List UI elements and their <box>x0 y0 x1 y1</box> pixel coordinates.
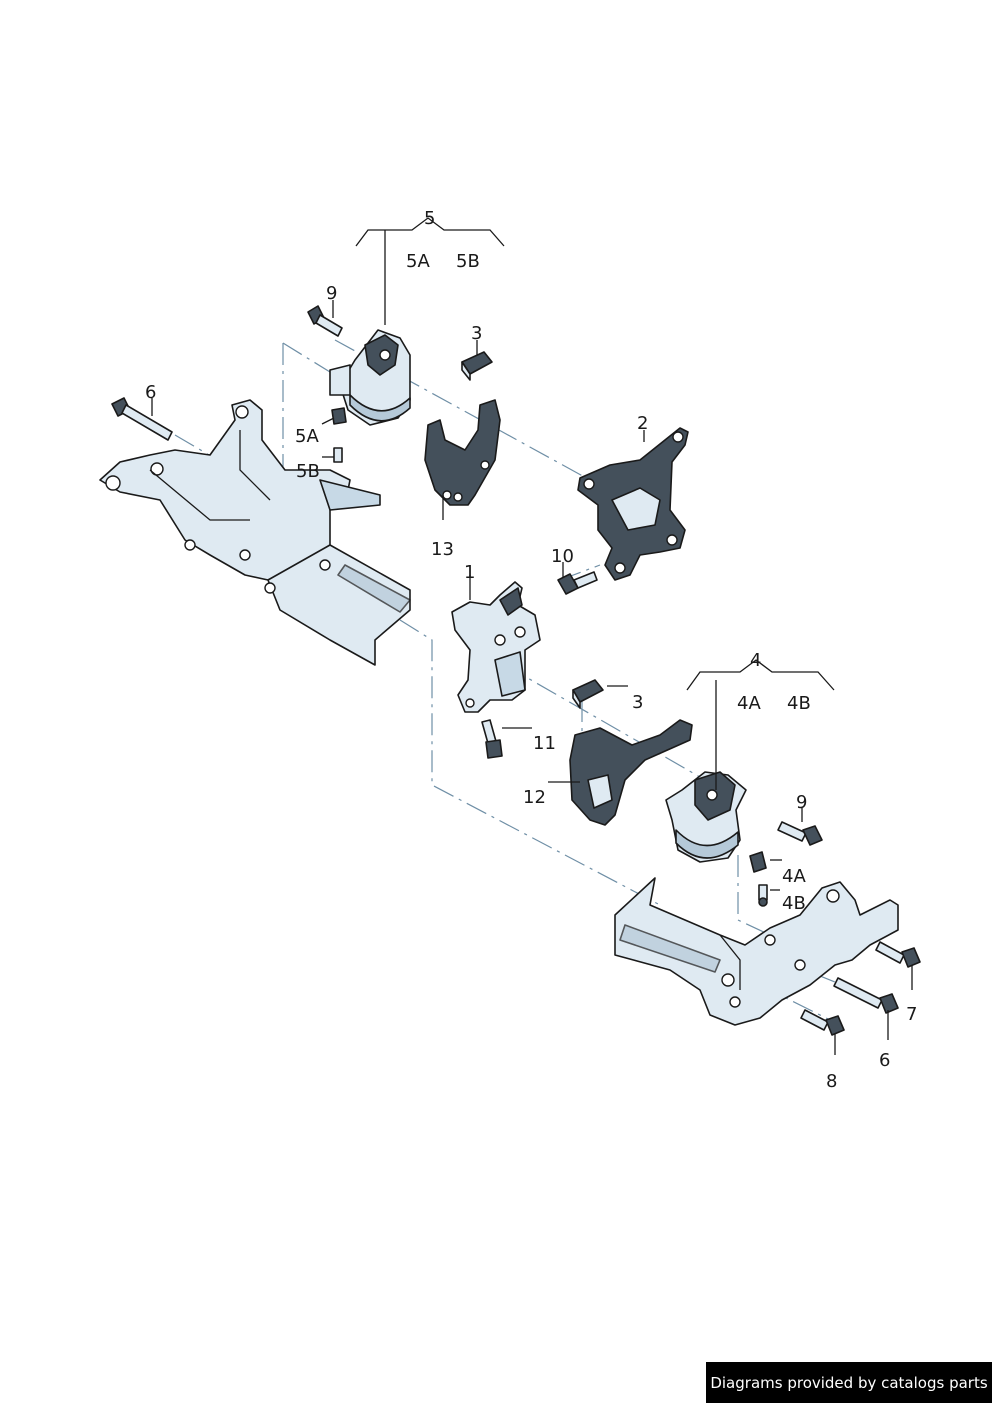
bolt-8 <box>800 1009 845 1036</box>
callout-3-middle: 3 <box>632 692 643 713</box>
callout-6-right: 6 <box>879 1050 890 1071</box>
callout-7: 7 <box>906 1004 917 1025</box>
callout-4B: 4B <box>782 893 806 914</box>
callout-9-right: 9 <box>796 792 807 813</box>
callout-4B-top: 4B <box>787 693 811 714</box>
bolt-6-left <box>111 397 173 441</box>
callout-5B: 5B <box>296 461 320 482</box>
bolt-6-right <box>833 977 899 1014</box>
bolt-4B <box>758 884 768 907</box>
callout-5: 5 <box>424 208 435 229</box>
callout-11: 11 <box>533 733 556 754</box>
callout-12: 12 <box>523 787 546 808</box>
bolt-9-right <box>777 821 823 846</box>
callout-4A-top: 4A <box>737 693 761 714</box>
callout-9-top: 9 <box>326 283 337 304</box>
front-subframe-right <box>614 877 899 1026</box>
bracket-13 <box>424 399 501 506</box>
engine-mount-5 <box>329 329 411 426</box>
callout-13: 13 <box>431 539 454 560</box>
callout-4A: 4A <box>782 866 806 887</box>
clip-3-top <box>461 351 493 381</box>
callout-8: 8 <box>826 1071 837 1092</box>
bracket-1 <box>451 581 541 713</box>
stopper-5A <box>331 407 347 425</box>
callout-5B-top: 5B <box>456 251 480 272</box>
engine-mount-4 <box>665 771 747 863</box>
bolt-7 <box>875 941 921 968</box>
callout-5A: 5A <box>295 426 319 447</box>
callout-6-left: 6 <box>145 382 156 403</box>
assembly-guide-lines <box>174 339 891 1021</box>
bracket-12 <box>569 719 693 826</box>
callout-3-top: 3 <box>471 323 482 344</box>
credit-footer: Diagrams provided by catalogs parts <box>706 1362 992 1403</box>
bolt-11 <box>481 719 503 759</box>
bolt-10 <box>557 571 598 595</box>
callout-labels: 5 5A 5B 9 3 6 5A 5B 2 13 10 1 4 4A 4B 3 … <box>145 208 917 1092</box>
callout-10: 10 <box>551 546 574 567</box>
callout-2: 2 <box>637 413 648 434</box>
credit-text: Diagrams provided by catalogs parts <box>710 1373 988 1392</box>
callout-5A-top: 5A <box>406 251 430 272</box>
clip-3-middle <box>572 679 604 709</box>
callout-1: 1 <box>464 562 475 583</box>
front-subframe-left <box>99 399 411 666</box>
bolt-9-top <box>307 305 343 337</box>
callout-leaders <box>151 217 913 1055</box>
stopper-4A <box>749 851 767 873</box>
callout-4: 4 <box>750 650 761 671</box>
bolt-5B <box>333 447 343 463</box>
bracket-2 <box>577 427 689 581</box>
